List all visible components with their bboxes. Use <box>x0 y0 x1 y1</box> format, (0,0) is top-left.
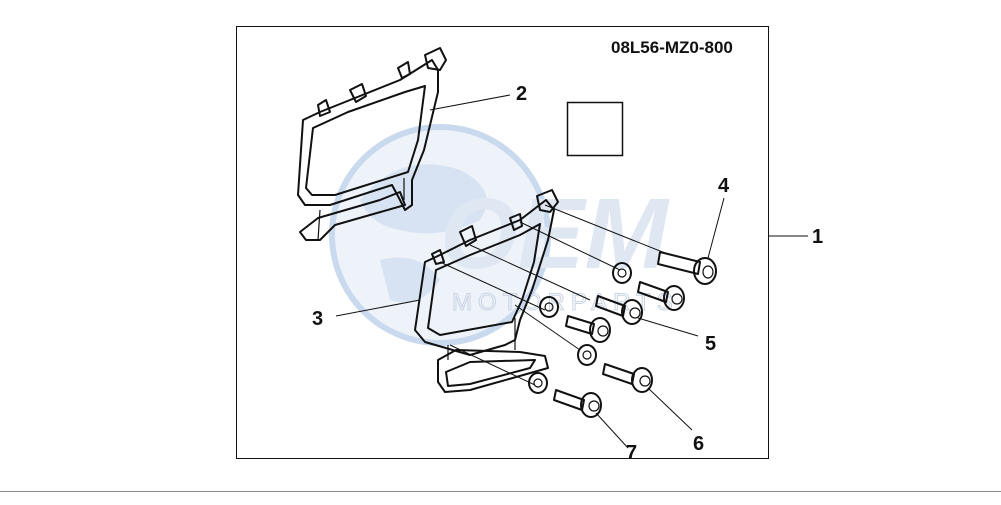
bolt-6 <box>602 363 653 393</box>
bolt-upper <box>637 281 685 311</box>
bolt-5 <box>595 295 643 325</box>
fasteners <box>528 251 717 418</box>
bolt-middle <box>565 315 611 343</box>
washer-7 <box>528 372 548 394</box>
callout-3: 3 <box>312 308 323 330</box>
callout-1: 1 <box>812 226 823 248</box>
watermark-text: MOTORPARTS <box>452 289 679 316</box>
reference-box <box>566 101 624 157</box>
washer-5 <box>539 296 559 318</box>
leader-lines <box>335 94 808 449</box>
part-number: 08L56-MZ0-800 <box>611 38 733 57</box>
callout-2: 2 <box>516 83 527 105</box>
diagram-frame <box>236 26 769 459</box>
washer-6 <box>577 344 597 366</box>
bolt-7 <box>553 389 602 418</box>
callout-4: 4 <box>718 175 730 197</box>
washer-4 <box>612 262 632 284</box>
bracket-upper <box>297 47 447 241</box>
callout-5: 5 <box>705 333 716 355</box>
bottom-divider <box>0 491 1001 492</box>
bracket-lower <box>414 189 559 393</box>
callout-6: 6 <box>693 433 704 455</box>
watermark: OEM MOTORPARTS <box>329 124 679 346</box>
callout-7: 7 <box>626 442 637 464</box>
alignment-lines <box>439 204 671 386</box>
bolt-4 <box>657 251 717 285</box>
